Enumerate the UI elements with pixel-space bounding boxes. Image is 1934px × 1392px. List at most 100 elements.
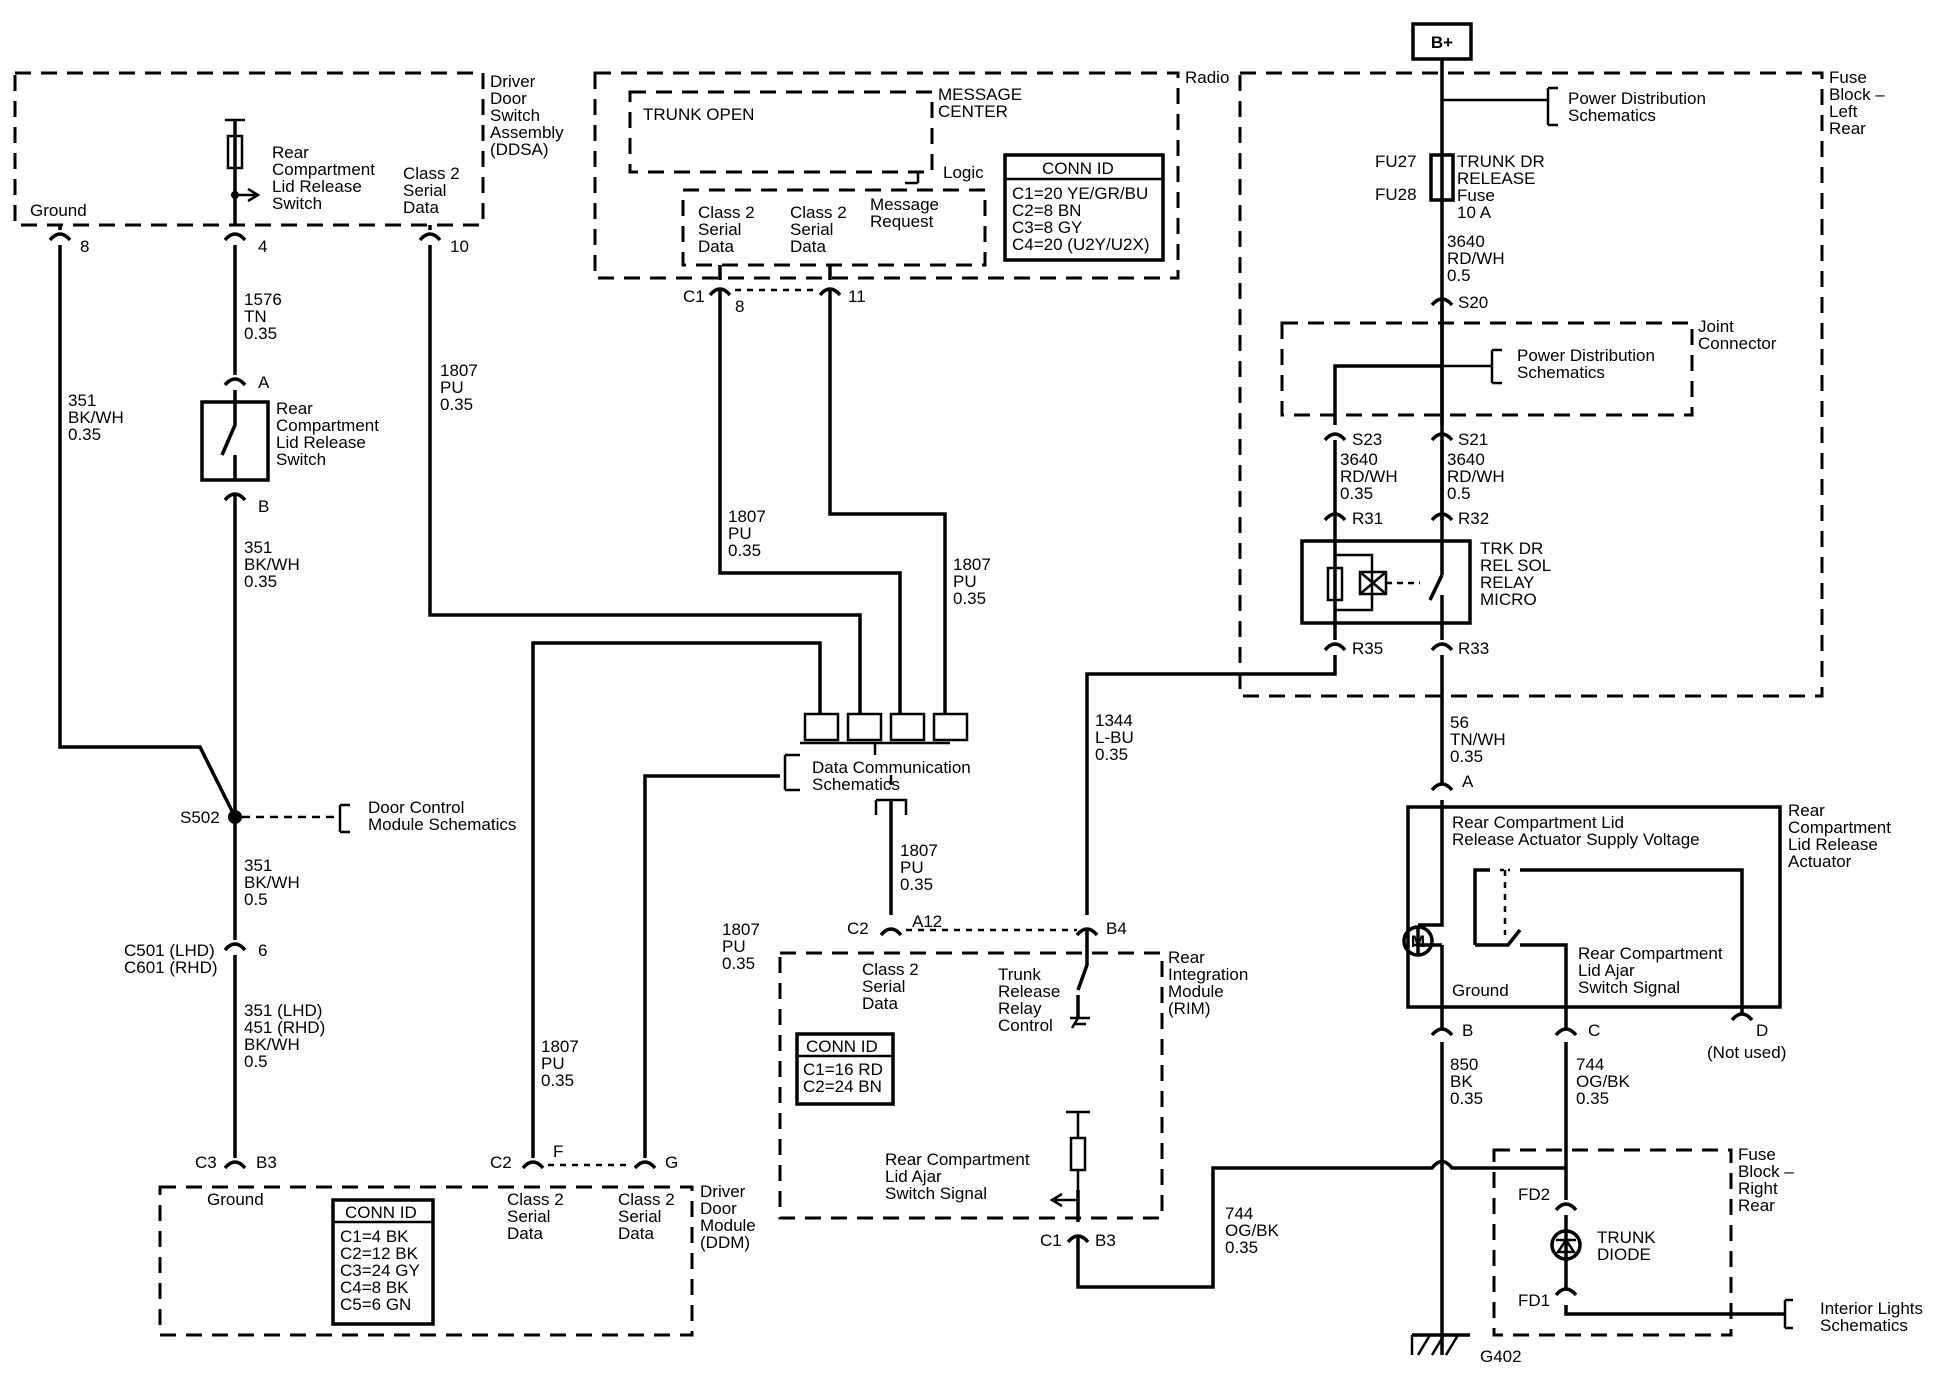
ddm-box: [158, 1185, 694, 1337]
actuator-box: [1406, 805, 1782, 1009]
rim-c2-label: C2: [847, 919, 869, 938]
relay-box: [1300, 539, 1472, 625]
fuse-block-left-box: [1238, 71, 1824, 698]
ddm-conn-id-title: CONN ID: [345, 1203, 417, 1222]
r33-label: R33: [1458, 639, 1489, 658]
rim-box: [778, 951, 1164, 1220]
ddsa-ground-label: Ground: [30, 201, 87, 220]
ddsa-box: [13, 71, 485, 227]
actuator-pin-a: A: [1462, 772, 1474, 791]
radio-c1-label: C1: [683, 287, 705, 306]
radio-pin-8: 8: [735, 297, 744, 316]
s502-label: S502: [180, 808, 220, 827]
actuator-pin-d: D: [1756, 1021, 1768, 1040]
radio-box: [593, 71, 1180, 280]
s23-label: S23: [1352, 430, 1382, 449]
ddm-ground-label: Ground: [207, 1190, 264, 1209]
pin-6-label: 6: [258, 941, 267, 960]
logic-label: Logic: [943, 163, 984, 182]
ddsa-pin-4: 4: [258, 237, 267, 256]
ddm-conn-id-box: [331, 1198, 435, 1326]
ddm-b3-label: B3: [256, 1153, 277, 1172]
fu28-label: FU28: [1375, 185, 1417, 204]
radio-pin-11: 11: [848, 287, 866, 306]
s21-label: S21: [1458, 430, 1488, 449]
trunk-open-label: TRUNK OPEN: [643, 105, 754, 124]
ddm-pin-f: F: [553, 1142, 563, 1161]
rim-conn-id-box: [795, 1032, 895, 1106]
not-used-label: (Not used): [1707, 1043, 1786, 1062]
ddm-c2-label: C2: [490, 1153, 512, 1172]
s20-label: S20: [1458, 293, 1488, 312]
fd2-label: FD2: [1518, 1185, 1550, 1204]
c501-label: C501 (LHD)C601 (RHD): [124, 941, 218, 977]
fu27-label: FU27: [1375, 152, 1417, 171]
rim-b3-label: B3: [1095, 1231, 1116, 1250]
logic-box: [681, 188, 987, 267]
actuator-ground-label: Ground: [1452, 981, 1509, 1000]
radio-conn-id-title: CONN ID: [1042, 159, 1114, 178]
rim-conn-id-title: CONN ID: [806, 1037, 878, 1056]
ddsa-pin-8: 8: [80, 237, 89, 256]
joint-connector-box: [1280, 321, 1694, 417]
r31-label: R31: [1352, 509, 1383, 528]
fd1-label: FD1: [1518, 1291, 1550, 1310]
ddm-c3-label: C3: [195, 1153, 217, 1172]
ddsa-pin-10: 10: [450, 237, 469, 256]
actuator-pin-b: B: [1462, 1021, 1473, 1040]
fuse-block-right-box: [1492, 1148, 1733, 1337]
radio-title: Radio: [1185, 68, 1229, 87]
g402-label: G402: [1480, 1347, 1522, 1366]
switch-pin-b: B: [258, 497, 269, 516]
rim-c1-label: C1: [1040, 1231, 1062, 1250]
motor-label: M: [1411, 932, 1425, 951]
ddm-pin-g: G: [665, 1153, 678, 1172]
